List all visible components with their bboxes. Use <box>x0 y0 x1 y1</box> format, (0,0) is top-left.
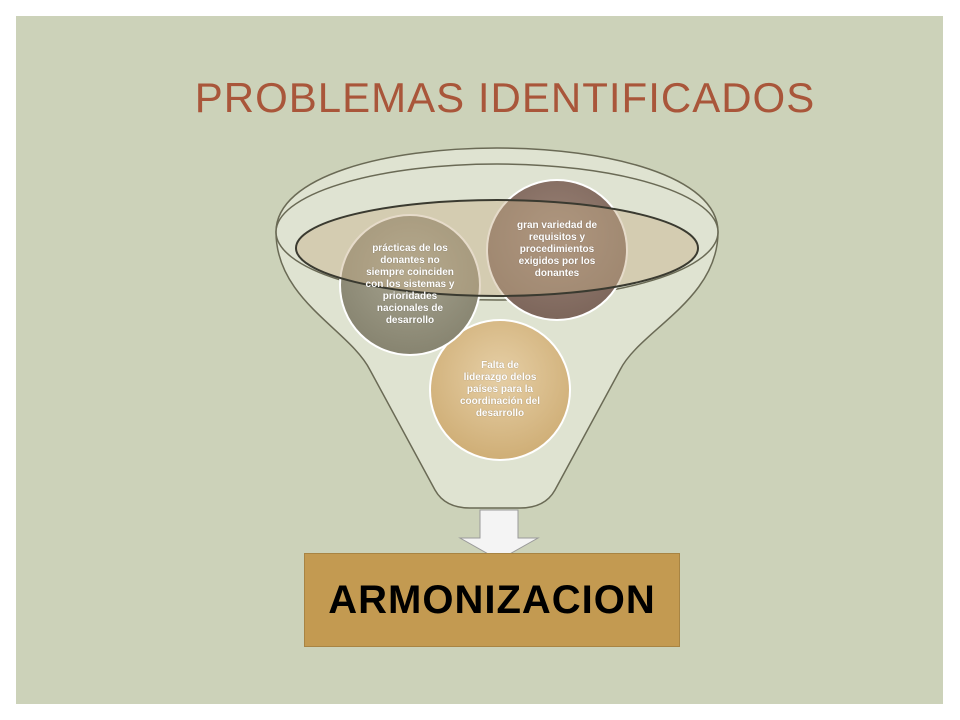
result-box: ARMONIZACION <box>304 553 680 647</box>
circle-left <box>339 214 481 356</box>
down-arrow <box>458 509 540 561</box>
circle-bottom-text: Falta de liderazgo delos países para la … <box>459 360 540 419</box>
circle-left-text: prácticas de los donantes no siempre coi… <box>365 243 455 326</box>
funnel-opening <box>295 199 699 297</box>
circle-bottom <box>429 319 571 461</box>
slide-title: PROBLEMAS IDENTIFICADOS <box>194 74 816 121</box>
circle-right-text: gran variedad de requisitos y procedimie… <box>516 220 598 279</box>
circle-right <box>486 179 628 321</box>
